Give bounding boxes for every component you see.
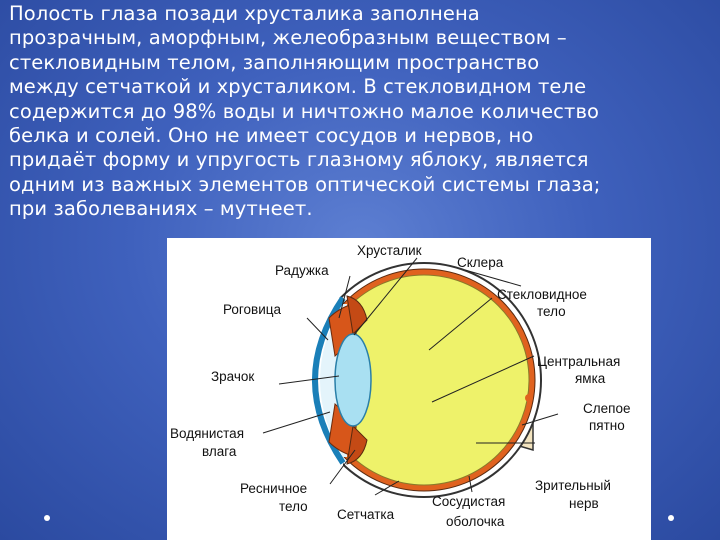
label-retina: Сетчатка bbox=[337, 507, 395, 522]
fovea-shape bbox=[525, 394, 533, 402]
bullet-dot-right bbox=[668, 515, 674, 521]
text-line: Полость глаза позади хрусталика заполнен… bbox=[9, 2, 480, 25]
text-line: стекловидным телом, заполняющим простран… bbox=[9, 50, 540, 74]
text-line: придаёт форму и упругость глазному яблок… bbox=[9, 148, 589, 172]
label-optic-nerve-line2: нерв bbox=[569, 496, 599, 511]
label-optic-nerve-line1: Зрительный bbox=[535, 478, 611, 493]
text-line: между сетчаткой и хрусталиком. В стеклов… bbox=[9, 75, 587, 99]
text-line: прозрачным, аморфным, желеобразным вещес… bbox=[9, 26, 567, 50]
eye-diagram: Хрусталик Склера Радужка Стекловидное те… bbox=[167, 238, 651, 540]
label-ciliary-line2: тело bbox=[279, 499, 308, 514]
eye-diagram-svg: Хрусталик Склера Радужка Стекловидное те… bbox=[170, 243, 630, 529]
label-choroid-line2: оболочка bbox=[446, 514, 505, 529]
text-line: одним из важных элементов оптической сис… bbox=[9, 172, 601, 196]
text-line: при заболеваниях – мутнеет. bbox=[9, 197, 313, 221]
slide-paragraph: Полость глаза позади хрусталика заполнен… bbox=[9, 2, 715, 222]
bullet-dot-left bbox=[44, 515, 50, 521]
pointer-lines bbox=[262, 257, 559, 496]
label-vitreous-line1: Стекловидное bbox=[497, 287, 587, 302]
label-blind-spot-line1: Слепое bbox=[583, 401, 630, 416]
label-vitreous-line2: тело bbox=[537, 304, 566, 319]
lens-shape bbox=[334, 333, 372, 427]
label-cornea: Роговица bbox=[223, 302, 281, 317]
label-fovea-line1: Центральная bbox=[537, 354, 620, 369]
label-blind-spot-line2: пятно bbox=[589, 418, 625, 433]
label-aqueous-line2: влага bbox=[202, 444, 237, 459]
label-choroid-line1: Сосудистая bbox=[432, 494, 505, 509]
label-aqueous-line1: Водянистая bbox=[170, 426, 244, 441]
text-line: содержится до 98% воды и ничтожно малое … bbox=[9, 99, 600, 123]
text-line: белка и солей. Оно не имеет сосудов и не… bbox=[9, 124, 534, 148]
label-lens: Хрусталик bbox=[357, 243, 422, 258]
label-pupil: Зрачок bbox=[211, 369, 254, 384]
label-fovea-line2: ямка bbox=[575, 371, 606, 386]
label-sclera: Склера bbox=[457, 255, 504, 270]
label-ciliary-line1: Ресничное bbox=[240, 481, 307, 496]
label-iris: Радужка bbox=[275, 263, 329, 278]
